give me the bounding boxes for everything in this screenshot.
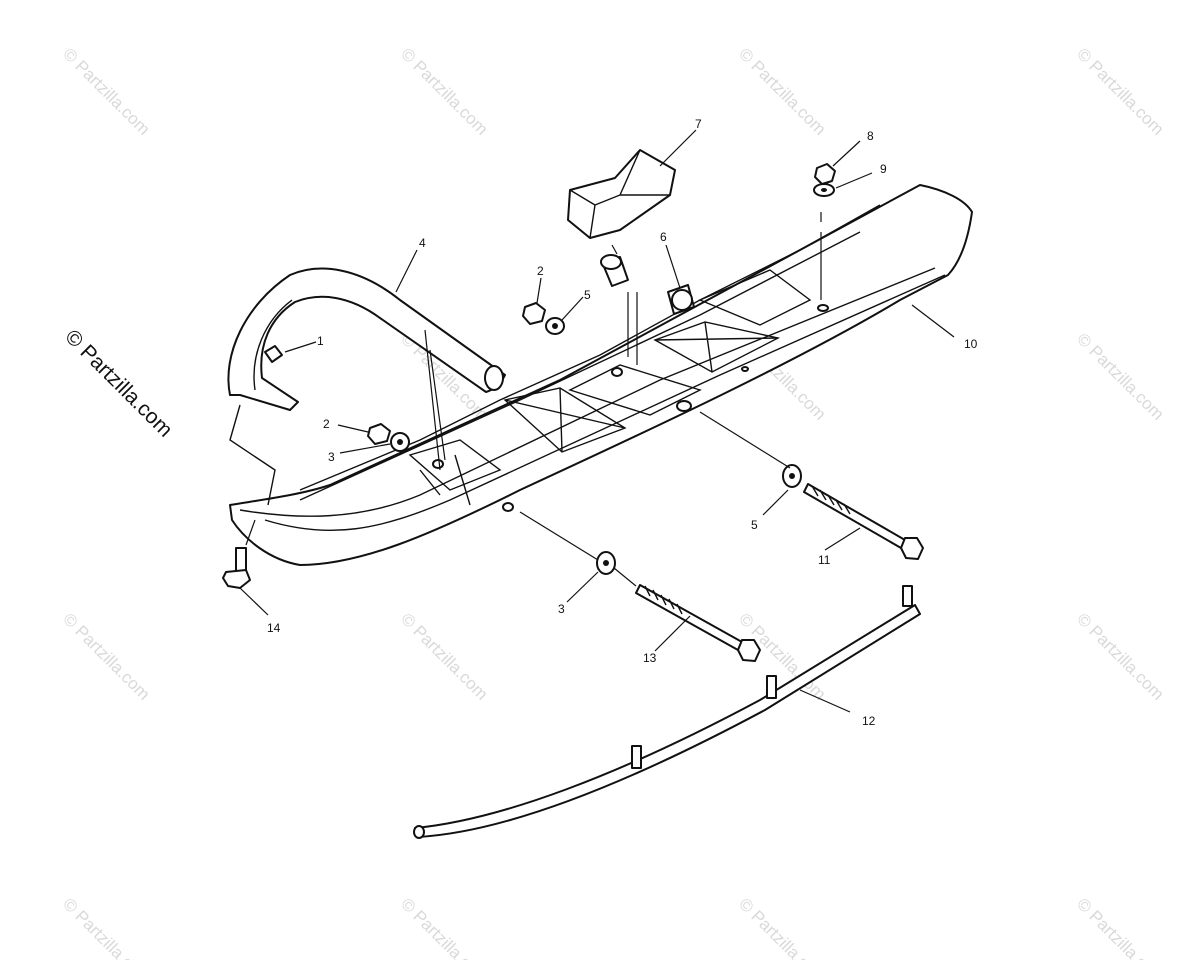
callout-9: 9 bbox=[880, 162, 887, 176]
clip bbox=[264, 345, 283, 363]
leader-lines bbox=[239, 129, 955, 713]
callout-5: 5 bbox=[584, 288, 591, 302]
callout-2: 2 bbox=[323, 417, 330, 431]
watermark: © Partzilla.com bbox=[1073, 894, 1167, 960]
loop-end bbox=[484, 365, 504, 391]
watermark: © Partzilla.com bbox=[59, 894, 153, 960]
wear-bar bbox=[413, 585, 921, 839]
watermark: © Partzilla.com bbox=[59, 44, 153, 138]
callout-10: 10 bbox=[964, 337, 978, 351]
watermark: © Partzilla.com bbox=[1073, 44, 1167, 138]
watermark: © Partzilla.com bbox=[1073, 329, 1167, 423]
ski-body bbox=[229, 184, 973, 566]
callout-14: 14 bbox=[267, 621, 281, 635]
callout-12: 12 bbox=[862, 714, 876, 728]
bolt-hole bbox=[432, 459, 444, 469]
watermark: © Partzilla.com bbox=[1073, 609, 1167, 703]
callout-2: 2 bbox=[537, 264, 544, 278]
watermark: © Partzilla.com bbox=[397, 44, 491, 138]
watermark: © Partzilla.com bbox=[735, 44, 829, 138]
callout-8: 8 bbox=[867, 129, 874, 143]
callout-labels: 1 2 2 3 3 4 5 5 6 7 8 9 10 11 12 13 14 bbox=[267, 117, 978, 728]
callout-13: 13 bbox=[643, 651, 657, 665]
bushings bbox=[600, 254, 695, 315]
wear-bar-stud bbox=[766, 675, 777, 699]
callout-6: 6 bbox=[660, 230, 667, 244]
ski-loop bbox=[227, 267, 506, 506]
callout-3: 3 bbox=[558, 602, 565, 616]
nut bbox=[522, 302, 546, 325]
wear-bar-stud bbox=[631, 745, 642, 769]
callout-3: 3 bbox=[328, 450, 335, 464]
watermark-main: © Partzilla.com bbox=[60, 325, 176, 441]
callout-11: 11 bbox=[818, 553, 831, 567]
watermark: © Partzilla.com bbox=[735, 894, 829, 960]
callout-4: 4 bbox=[419, 236, 426, 250]
ski-pad bbox=[567, 149, 676, 239]
callout-5: 5 bbox=[751, 518, 758, 532]
bolt bbox=[803, 483, 906, 549]
bolt-hole bbox=[676, 400, 692, 412]
nut bbox=[814, 163, 836, 185]
bolt-hole bbox=[611, 367, 623, 377]
callout-7: 7 bbox=[695, 117, 702, 131]
watermark: © Partzilla.com bbox=[397, 609, 491, 703]
wear-bar-stud bbox=[902, 585, 913, 607]
bolt-hole bbox=[502, 502, 514, 512]
bolt bbox=[235, 547, 247, 573]
watermark: © Partzilla.com bbox=[397, 894, 491, 960]
bolt-hole bbox=[741, 366, 749, 372]
watermark: © Partzilla.com bbox=[59, 609, 153, 703]
nut bbox=[367, 423, 391, 445]
bolt-hole bbox=[817, 304, 829, 312]
callout-1: 1 bbox=[317, 334, 324, 348]
